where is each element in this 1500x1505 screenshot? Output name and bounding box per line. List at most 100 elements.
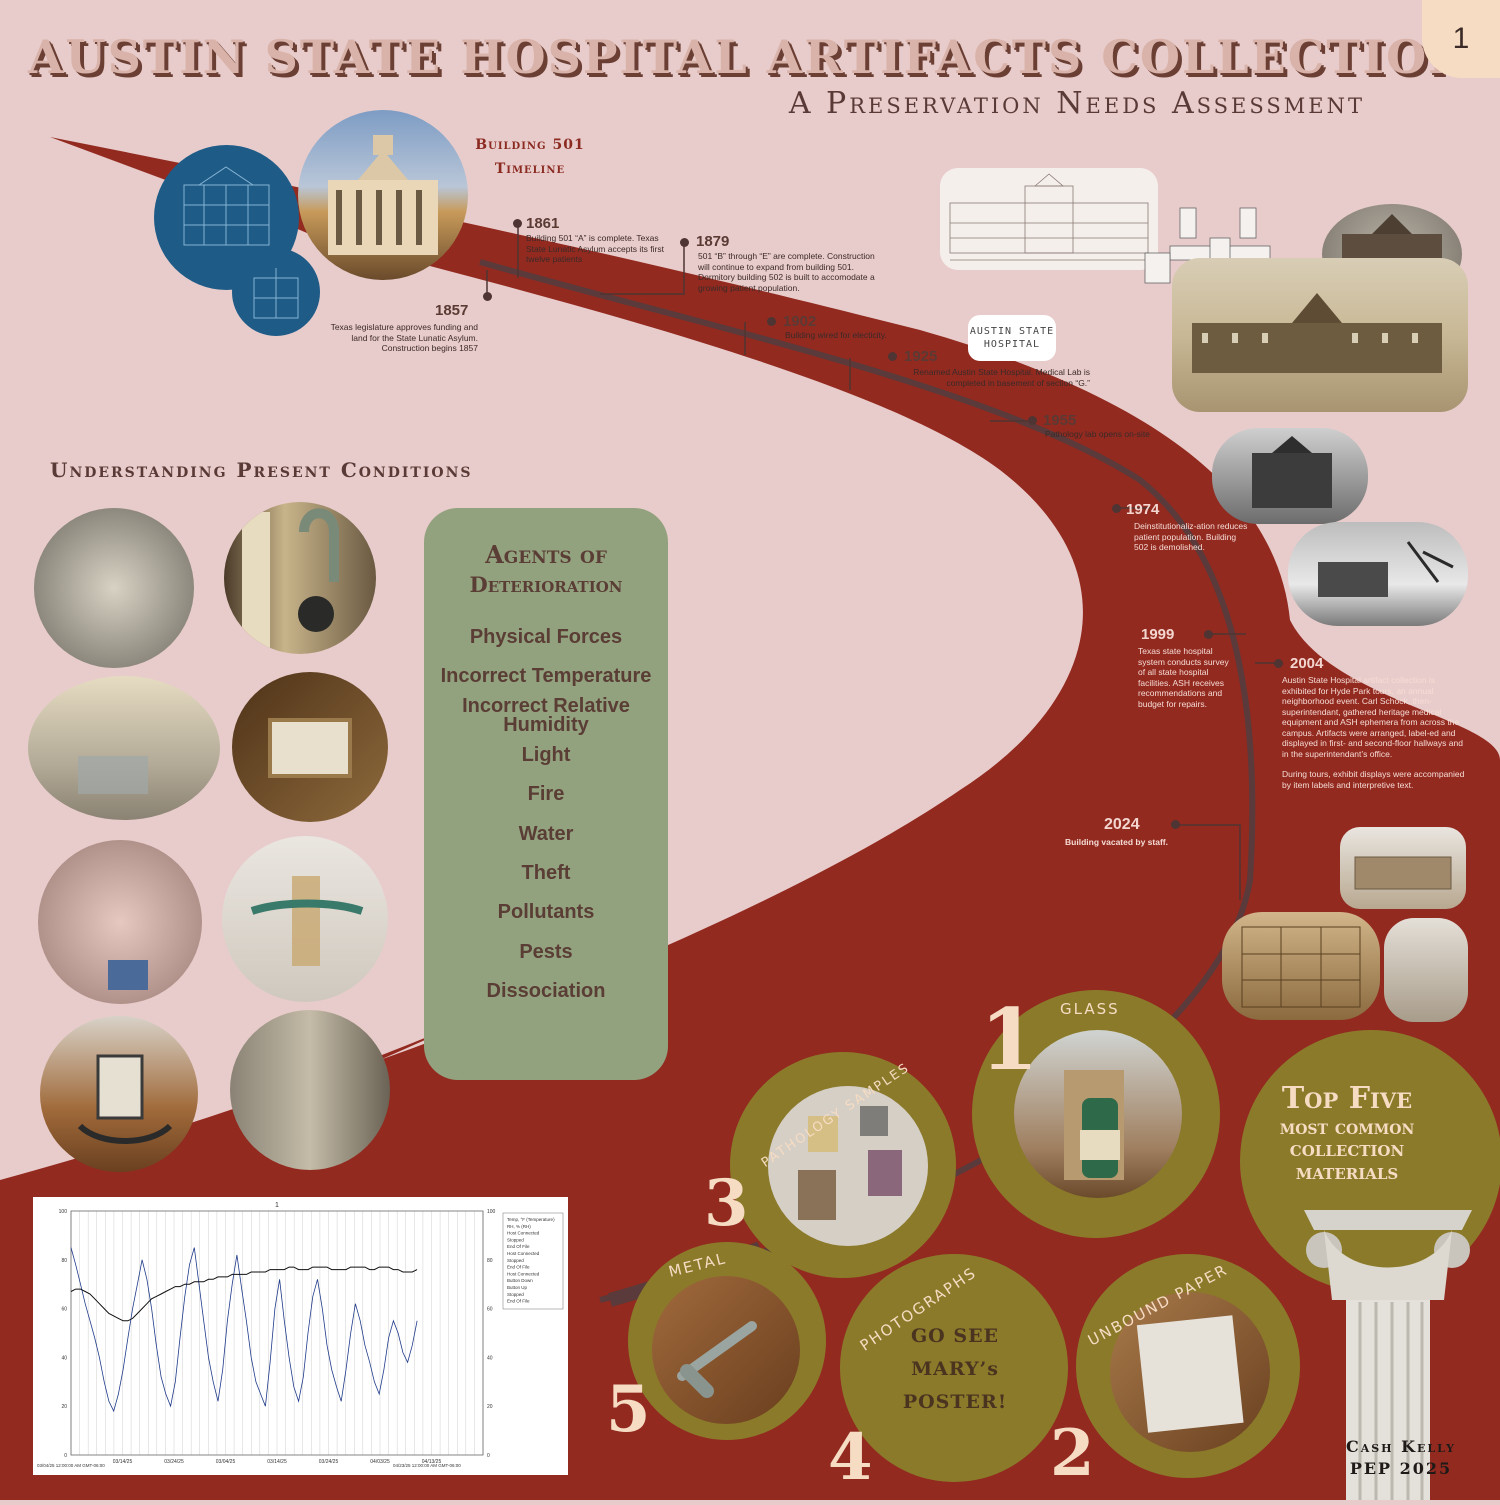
timeline-title-line1: Building 501 [475, 137, 585, 153]
chart-legend-entry: Button Up [507, 1285, 528, 1290]
archival-drawing-photo [940, 168, 1158, 270]
paper-rank: 2 [1050, 1416, 1095, 1491]
glass-specimen-photo [222, 836, 388, 1002]
chart-legend-entry: Host Connected [507, 1271, 540, 1276]
blueprint-photo-small [232, 248, 320, 336]
photographs-rank: 4 [828, 1420, 873, 1495]
timeline-title: Building 501 Timeline [470, 133, 590, 181]
chart-y-tick-label: 40 [61, 1355, 67, 1361]
agents-title-line1: Agents of [485, 540, 607, 569]
glass-label: GLASS [1060, 1000, 1120, 1018]
chart-x-tick-label: 03/14/25 [113, 1459, 133, 1465]
chart-x-tick-label: 03/04/25 [216, 1459, 236, 1465]
top-five-line4: materials [1295, 1159, 1399, 1185]
chart-legend-entry: Host Connected [507, 1231, 540, 1236]
event-year-1974: 1974 [1126, 501, 1160, 518]
present-conditions-heading: Understanding Present Conditions [50, 458, 473, 482]
metal-tool-photo [652, 1276, 800, 1424]
event-dot-1879 [680, 238, 689, 247]
event-year-1879: 1879 [696, 233, 730, 250]
poison-bottle-photo [1014, 1030, 1182, 1198]
event-dot-2024 [1171, 820, 1180, 829]
thermometer-photo [224, 502, 376, 654]
chart-y2-tick-label: 0 [487, 1453, 490, 1459]
worn-book-photo [230, 1010, 390, 1170]
event-dot-1902 [767, 317, 776, 326]
chart-x-tick-label: 04/13/25 [422, 1459, 442, 1465]
event-text-1925: Renamed Austin State Hospital. Medical L… [913, 367, 1090, 388]
chart-y-tick-label: 80 [61, 1258, 67, 1264]
chart-y-tick-label: 60 [61, 1307, 67, 1313]
chart-series-line [70, 1266, 418, 1322]
event-year-2024: 2024 [1104, 816, 1140, 833]
event-year-2004: 2004 [1290, 655, 1324, 672]
exhibit-case-photo [1340, 827, 1466, 909]
event-year-1999: 1999 [1141, 626, 1175, 643]
top-five-line2: most common [1279, 1115, 1415, 1139]
metal-rank: 5 [606, 1372, 651, 1447]
mary-poster-note: GO SEE MARY’s POSTER! [880, 1320, 1030, 1419]
framed-document-photo [232, 672, 388, 822]
event-text-1955: Pathology lab opens on-site [1045, 429, 1150, 439]
chart-legend-entry: Stopped [507, 1237, 524, 1242]
author-program: PEP 2025 [1349, 1459, 1453, 1478]
event-year-1925: 1925 [904, 348, 938, 365]
chart-x-tick-label: 03/24/25 [164, 1459, 184, 1465]
building-bw-photo [1212, 428, 1368, 524]
agents-title-line2: Deterioration [469, 572, 623, 597]
event-dot-1999 [1204, 630, 1213, 639]
chart-y2-tick-label: 80 [487, 1258, 493, 1264]
chart-legend-entry: Host Connected [507, 1251, 540, 1256]
chart-plot-frame [70, 1210, 484, 1456]
event-text-1999: Texas state hospital system conducts sur… [1138, 646, 1229, 709]
agent-physical-forces: Physical Forces [469, 626, 623, 649]
agent-fire: Fire [527, 783, 565, 806]
event-text-1902: Building wired for electicity. [785, 330, 887, 340]
hallway-exhibit-photo [1384, 918, 1468, 1022]
agent-incorrect-humidity: Incorrect Relative Humidity [462, 695, 630, 737]
event-text-2004: Austin State Hospital artifact collectio… [1282, 675, 1468, 790]
damaged-ceiling-photo [34, 508, 194, 668]
chart-legend-entry: Stopped [507, 1258, 524, 1263]
author-credit: Cash Kelly PEP 2025 [1326, 1436, 1476, 1480]
chart-y2-tick-label: 100 [487, 1209, 496, 1215]
chart-legend-entry: End Of File [507, 1244, 530, 1249]
agents-title: Agents of Deterioration [424, 540, 668, 600]
demolition-photo [1288, 522, 1468, 626]
event-text-1861: Building 501 “A” is complete. Texas Stat… [526, 233, 664, 264]
chart-legend-entry: Temp, °F (Temperature) [507, 1217, 555, 1222]
chart-legend-entry: Button Down [507, 1278, 533, 1283]
agent-dissociation: Dissociation [486, 979, 606, 1002]
material-photographs-circle [840, 1254, 1068, 1482]
event-dot-2004 [1274, 659, 1283, 668]
event-text-1974: Deinstitutionaliz-ation reduces patient … [1134, 521, 1248, 552]
author-name: Cash Kelly [1345, 1437, 1457, 1456]
display-cabinet-photo [1222, 912, 1380, 1020]
event-dot-1925 [888, 352, 897, 361]
pathology-rank: 3 [704, 1166, 749, 1241]
agent-incorrect-temperature: Incorrect Temperature [440, 665, 652, 688]
sterilizer-device-photo [40, 1016, 198, 1172]
chart-x-tick-label: 03/14/25 [267, 1459, 287, 1465]
event-text-2004-p1: Austin State Hospital artifact collectio… [1282, 675, 1463, 759]
top-five-title: Top Five most common collection material… [1262, 1081, 1432, 1185]
event-year-1857: 1857 [435, 302, 469, 319]
event-dot-1861 [513, 219, 522, 228]
agent-pests: Pests [519, 940, 573, 963]
chart-y-tick-label: 0 [64, 1453, 67, 1459]
chart-y2-tick-label: 40 [487, 1355, 493, 1361]
chart-series-line [70, 1247, 418, 1413]
timeline-title-line2: Timeline [494, 161, 566, 177]
event-dot-1955 [1028, 416, 1037, 425]
chart-legend-entry: RH, % (RH) [507, 1224, 531, 1229]
chart-x-start-label: 03/04/25 12:00:00 AM GMT-06:00 [37, 1463, 105, 1468]
top-five-line1: Top Five [1281, 1081, 1413, 1116]
event-year-1861: 1861 [526, 215, 560, 232]
chart-y-tick-label: 20 [61, 1404, 67, 1410]
mary-line3: POSTER! [902, 1391, 1008, 1413]
chart-title: 1 [275, 1202, 279, 1209]
agent-pollutants: Pollutants [497, 901, 595, 924]
event-text-2024: Building vacated by staff. [1065, 837, 1168, 847]
